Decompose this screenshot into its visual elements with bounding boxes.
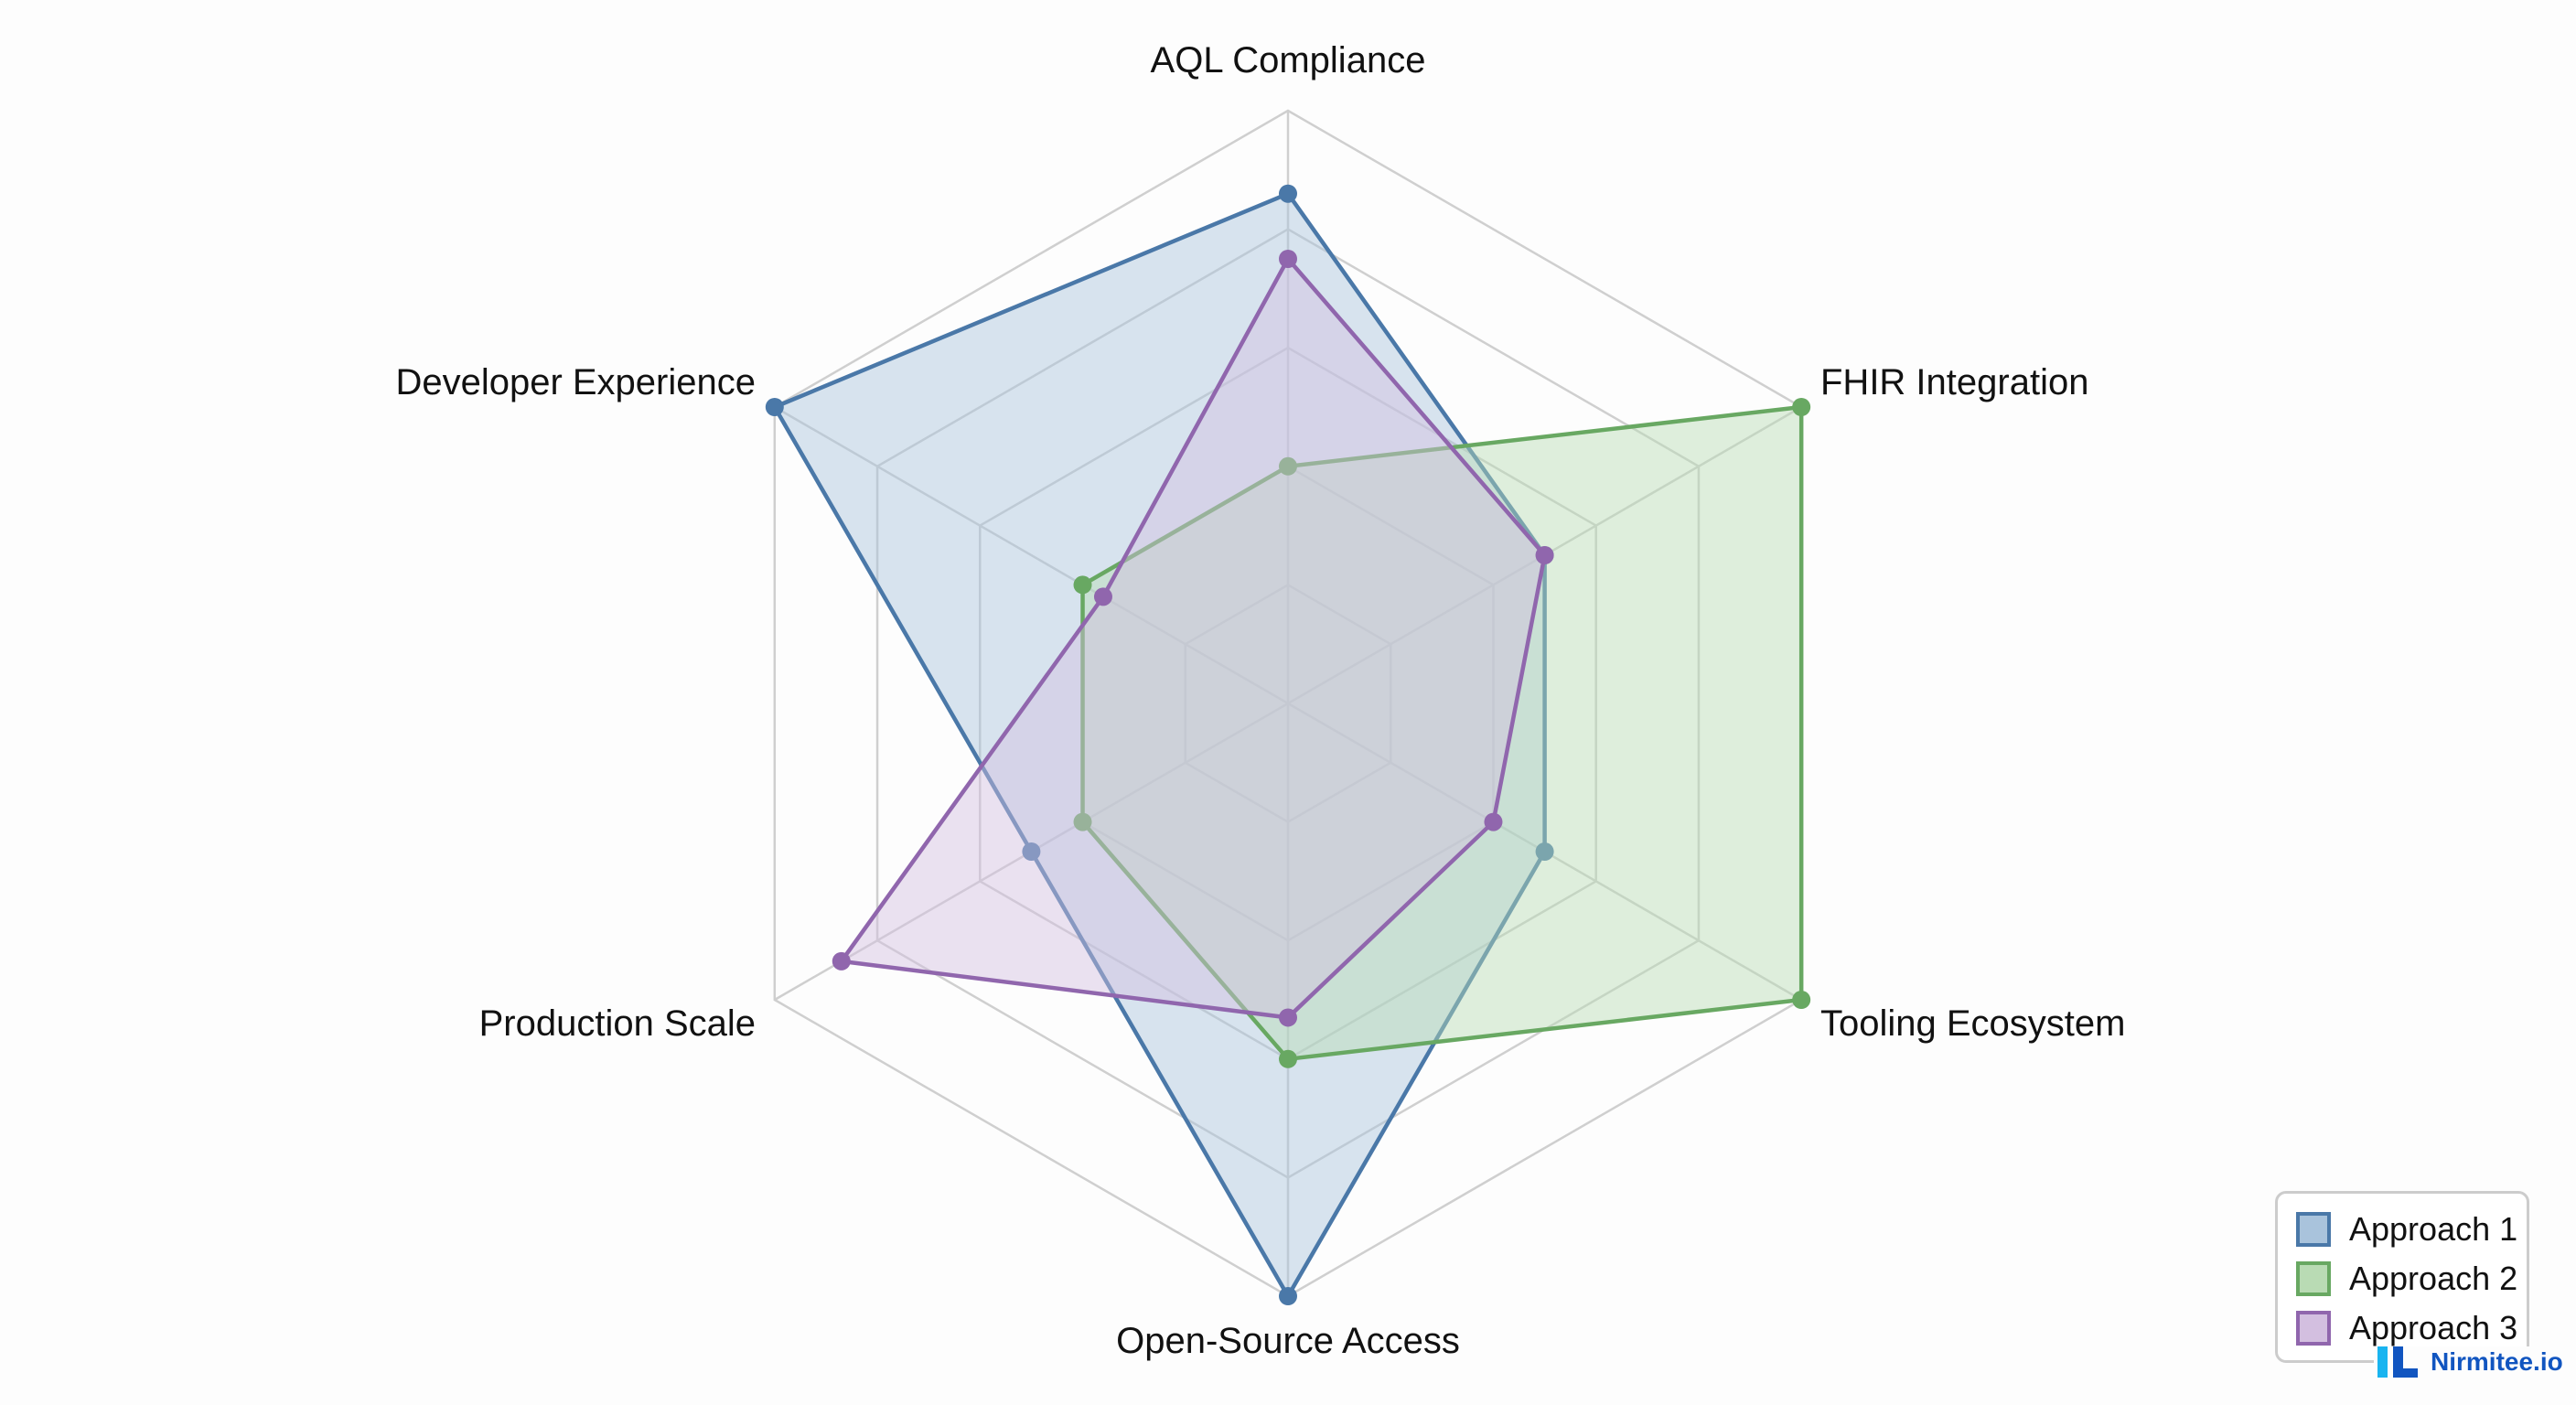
data-point [1093,587,1112,606]
data-point [1279,1049,1297,1068]
axis-label-tooling-ecosystem: Tooling Ecosystem [1820,1003,2126,1044]
legend-swatch [2296,1261,2331,1296]
data-point [1279,1008,1297,1027]
legend-swatch [2296,1311,2331,1346]
legend-item-approach-1: Approach 1 [2296,1210,2517,1249]
legend-swatch [2296,1212,2331,1247]
data-point [1279,456,1297,476]
legend-item-approach-2: Approach 2 [2296,1260,2517,1298]
legend-label: Approach 1 [2349,1210,2518,1248]
axis-line [774,405,1289,705]
data-point [1535,546,1554,564]
series-3 [832,250,1554,1027]
data-point [1073,575,1092,595]
data-point [1535,842,1554,861]
axis-label-open-source-access: Open-Source Access [1116,1321,1460,1361]
axis-label-fhir-integration: FHIR Integration [1820,362,2089,402]
legend-item-approach-3: Approach 3 [2296,1309,2517,1347]
series-2 [1073,398,1811,1068]
axis-label-production-scale: Production Scale [478,1003,756,1044]
logo-mark-icon [2377,1346,2418,1378]
legend: Approach 1 Approach 2 Approach 3 [2275,1191,2529,1363]
legend-label: Approach 2 [2349,1260,2518,1297]
legend-label: Approach 3 [2349,1309,2518,1346]
series-layer [765,184,1811,1305]
brand-logo: Nirmitee.io [2374,1346,2567,1378]
axis-label-aql-compliance: AQL Compliance [1150,40,1426,80]
data-point [1484,812,1503,831]
data-point [1792,991,1811,1009]
data-point [1792,398,1811,416]
data-point [1022,842,1041,861]
data-point [1279,184,1297,203]
data-point [1279,250,1297,268]
data-point [1073,812,1092,831]
data-point [1279,1287,1297,1305]
data-point [832,951,851,971]
axis-label-developer-experience: Developer Experience [395,362,756,402]
logo-text: Nirmitee.io [2431,1347,2563,1376]
data-point [765,398,784,416]
